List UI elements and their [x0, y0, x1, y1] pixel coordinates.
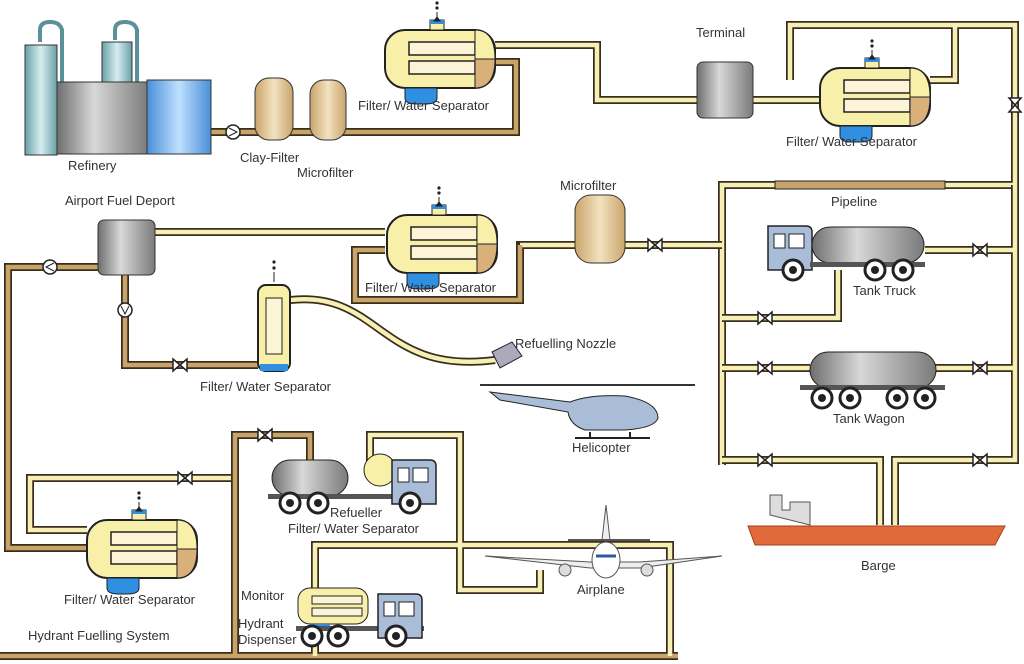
- vertical-filter-water-separator-icon: [257, 260, 291, 372]
- refueller-truck-icon: [268, 453, 437, 515]
- airport-depot-tank-icon: [97, 219, 156, 276]
- tank-truck-icon: [767, 225, 925, 282]
- label-tank-wagon: Tank Wagon: [833, 411, 905, 426]
- label-hydrant-dispenser: Dispenser: [238, 632, 297, 647]
- label-refuelling-nozzle: Refuelling Nozzle: [515, 336, 616, 351]
- refuelling-nozzle-icon: [491, 341, 523, 369]
- label-refueller: Refueller: [330, 505, 383, 520]
- label-pipeline: Pipeline: [831, 194, 877, 209]
- valve-icon: [972, 243, 988, 257]
- label-filter-water-separator: Filter/ Water Separator: [288, 521, 420, 536]
- label-filter-water-separator: Filter/ Water Separator: [786, 134, 918, 149]
- pump-icon: [117, 302, 133, 318]
- label-airplane: Airplane: [577, 582, 625, 597]
- label-microfilter: Microfilter: [297, 165, 354, 180]
- valve-icon: [757, 361, 773, 375]
- valve-icon: [647, 238, 663, 252]
- label-filter-water-separator: Filter/ Water Separator: [200, 379, 332, 394]
- labels: Refinery Clay-Filter Microfilter Filter/…: [28, 25, 918, 647]
- filter-water-separator-icon: [386, 185, 498, 290]
- label-filter-water-separator: Filter/ Water Separator: [64, 592, 196, 607]
- helicopter-icon: [480, 384, 695, 439]
- valve-icon: [757, 453, 773, 467]
- terminal-tank-icon: [696, 61, 754, 119]
- label-filter-water-separator: Filter/ Water Separator: [358, 98, 490, 113]
- valve-icon: [972, 361, 988, 375]
- barge-icon: [747, 494, 1006, 546]
- valve-icon: [757, 311, 773, 325]
- valve-icon: [177, 471, 193, 485]
- label-refinery: Refinery: [68, 158, 117, 173]
- pump-icon: [42, 259, 58, 275]
- filter-water-separator-icon: [86, 490, 198, 595]
- label-barge: Barge: [861, 558, 896, 573]
- label-tank-truck: Tank Truck: [853, 283, 916, 298]
- clay-filter-icon: [254, 77, 294, 141]
- tank-wagon-icon: [800, 351, 945, 410]
- label-monitor: Monitor: [241, 588, 285, 603]
- label-hydrant-fuelling-system: Hydrant Fuelling System: [28, 628, 170, 643]
- label-airport-fuel-depot: Airport Fuel Deport: [65, 193, 175, 208]
- valve-icon: [257, 428, 273, 442]
- pump-icon: [225, 124, 241, 140]
- airplane-icon: [484, 504, 723, 579]
- label-helicopter: Helicopter: [572, 440, 631, 455]
- refinery-icon: [24, 19, 212, 156]
- microfilter-icon: [574, 194, 626, 264]
- filter-water-separator-icon: [819, 38, 931, 143]
- label-filter-water-separator: Filter/ Water Separator: [365, 280, 497, 295]
- microfilter-icon: [309, 79, 347, 141]
- label-terminal: Terminal: [696, 25, 745, 40]
- pipe-network: [0, 21, 1019, 660]
- valve-icon: [1008, 97, 1022, 113]
- label-hydrant-dispenser: Hydrant: [238, 616, 284, 631]
- label-clay-filter: Clay-Filter: [240, 150, 300, 165]
- valve-icon: [972, 453, 988, 467]
- pipeline-segment: [774, 180, 946, 190]
- hydrant-dispenser-icon: [296, 587, 424, 648]
- filter-water-separator-icon: [384, 0, 496, 105]
- valve-icon: [172, 358, 188, 372]
- label-microfilter: Microfilter: [560, 178, 617, 193]
